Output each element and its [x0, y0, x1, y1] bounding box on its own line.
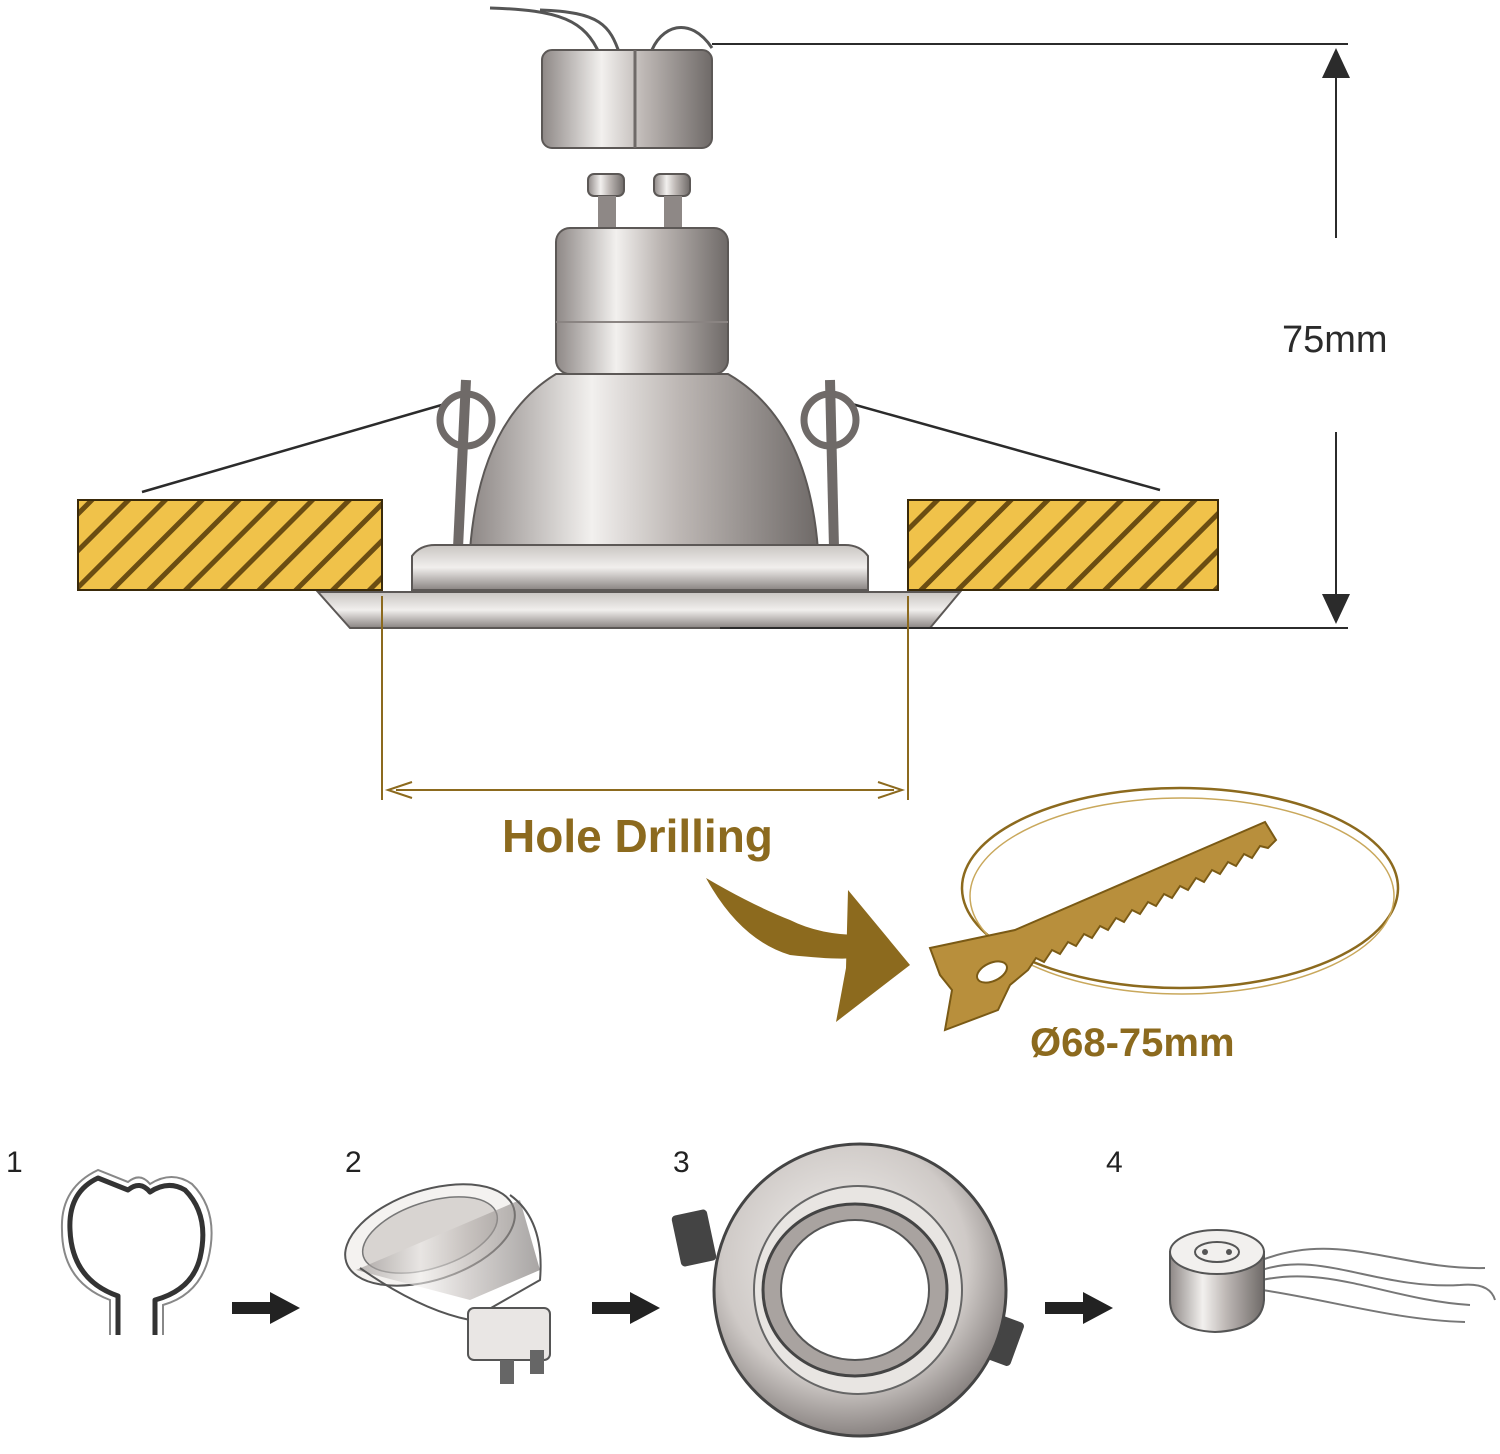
spring-clip-left — [141, 379, 496, 549]
curved-arrow-icon — [706, 878, 910, 1022]
ceiling-board-left — [77, 499, 383, 591]
step-number-1: 1 — [6, 1146, 23, 1179]
saw-icon — [928, 820, 1278, 1032]
step-3-frame-icon — [671, 1142, 1024, 1438]
step-arrow-3-icon — [1045, 1292, 1113, 1324]
height-dimension: 75mm — [712, 43, 1388, 629]
gu10-socket-top — [489, 6, 714, 149]
step-number-4: 4 — [1106, 1146, 1123, 1179]
step-arrow-2-icon — [592, 1292, 660, 1324]
gu10-bulb-top — [468, 173, 820, 551]
hole-outline — [960, 786, 1400, 995]
recessed-fitting-rim — [315, 544, 963, 629]
spring-clip-right — [800, 379, 1161, 549]
step-number-2: 2 — [345, 1146, 362, 1179]
hole-width-dimension — [381, 596, 909, 800]
ceiling-board-right — [907, 499, 1219, 591]
step-2-bulb-icon — [344, 1183, 551, 1384]
height-label: 75mm — [1282, 319, 1388, 361]
hole-drilling-label: Hole Drilling — [502, 810, 773, 862]
step-1-spring-clip-icon — [60, 1168, 213, 1335]
step-4-socket-icon — [1169, 1229, 1496, 1334]
step-number-3: 3 — [673, 1146, 690, 1179]
diameter-label: Ø68-75mm — [1030, 1021, 1235, 1065]
step-arrow-1-icon — [232, 1292, 300, 1324]
